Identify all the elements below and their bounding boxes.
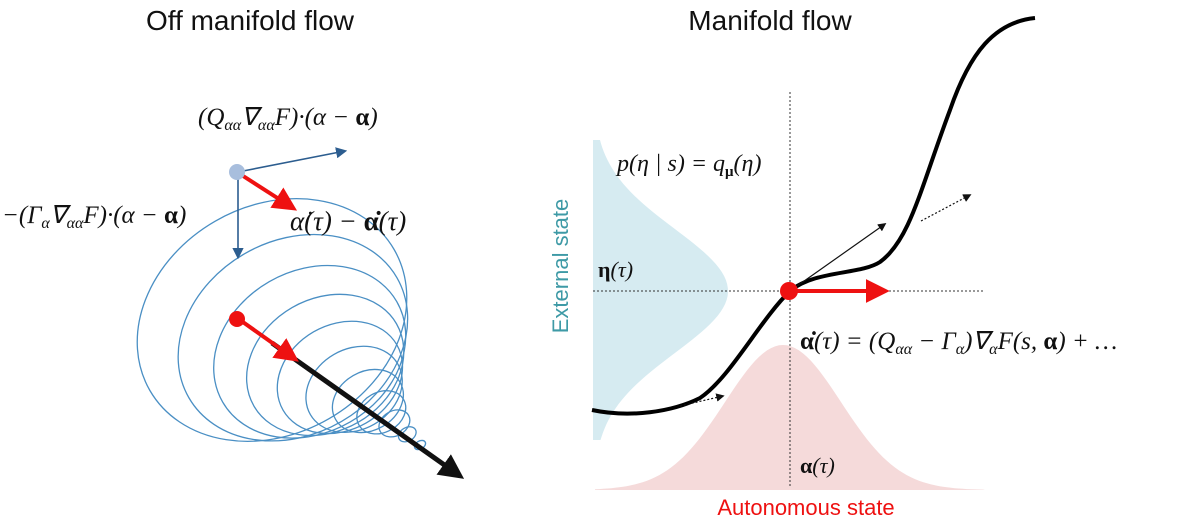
- off-manifold-panel: Off manifold flow (Qαα∇ααF)·(α − α) −(Γα…: [2, 5, 465, 479]
- manifold-state-dot: [229, 311, 245, 327]
- eta-label: η(τ): [598, 257, 633, 282]
- spiral-loop: [177, 233, 409, 442]
- alpha-label: α(τ): [800, 453, 835, 478]
- off-manifold-title: Off manifold flow: [146, 5, 355, 36]
- velocity-arrow-center: [238, 318, 299, 362]
- solenoidal-flow-arrow: [237, 147, 348, 173]
- off-manifold-state-dot: [229, 164, 245, 180]
- manifold-state-point: [780, 282, 798, 300]
- flow-equation: α̇(τ) = (Qαα − Γα)∇αF(s, α) + …: [800, 328, 1117, 358]
- velocity-difference-label: α̇(τ) − α̇(τ): [290, 206, 406, 236]
- spiral-trajectory: [136, 198, 427, 451]
- spiral-loop: [331, 368, 404, 434]
- density-label: p(η | s) = qμ(η): [615, 151, 761, 180]
- autonomous-state-axis-label: Autonomous state: [717, 495, 894, 520]
- velocity-arrow-off-manifold: [238, 172, 298, 211]
- tangent-arrow-lower: [679, 393, 725, 407]
- tangent-arrow-upper: [920, 194, 972, 222]
- solenoidal-flow-label: (Qαα∇ααF)·(α − α): [198, 104, 378, 134]
- external-state-density: [593, 140, 728, 440]
- spiral-loop: [213, 264, 407, 439]
- manifold-panel: Manifold flow p(η | s) = qμ(η) η(τ) α(τ)…: [548, 5, 1117, 520]
- trajectory-arrow: [270, 340, 465, 479]
- gradient-flow-label: −(Γα∇ααF)·(α − α): [2, 202, 186, 232]
- spiral-loop: [276, 320, 404, 435]
- tangent-arrow-origin: [789, 223, 887, 292]
- manifold-title: Manifold flow: [688, 5, 852, 36]
- manifold-curve: [591, 16, 1036, 416]
- external-state-axis-label: External state: [548, 199, 573, 334]
- spiral-loop: [305, 345, 403, 434]
- spiral-loop: [136, 198, 408, 442]
